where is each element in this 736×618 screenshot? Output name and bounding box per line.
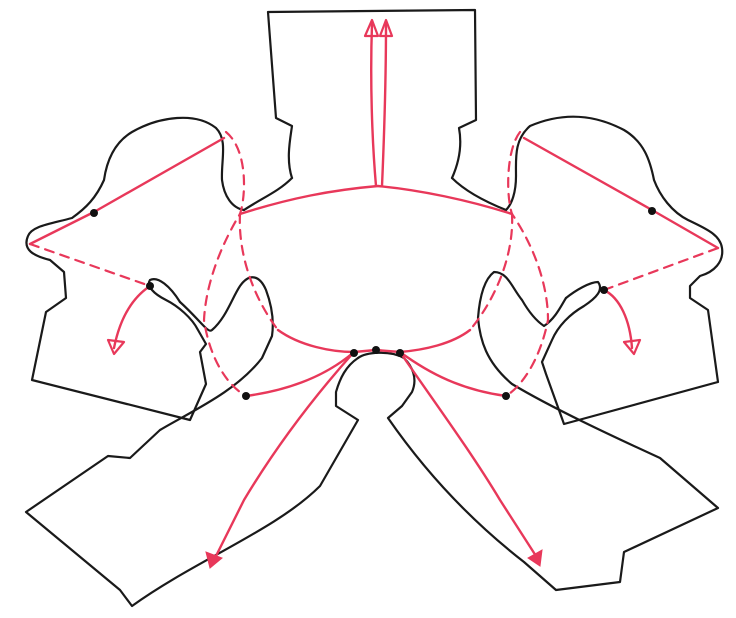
right-lobe-outline <box>506 117 722 424</box>
right-dashed-curve <box>506 132 548 396</box>
match-dot <box>648 207 656 215</box>
down-left-arrow-head <box>206 552 222 568</box>
left-flap-outline <box>26 277 358 606</box>
red-seam-lines <box>30 24 718 560</box>
match-dot <box>350 349 358 357</box>
center-loop <box>240 186 512 214</box>
match-points <box>90 207 656 400</box>
left-lobe-outline <box>26 118 244 420</box>
right-curl-arrow <box>604 290 632 348</box>
match-dot <box>600 286 608 294</box>
arrow-heads <box>108 20 640 568</box>
up-arrow-right-shaft <box>382 24 386 186</box>
left-dashed-curve <box>204 132 246 396</box>
right-dashed-diagonal <box>604 248 718 290</box>
down-right-shaft <box>400 352 536 556</box>
right-dashed-inner <box>470 214 512 330</box>
match-dot <box>372 346 380 354</box>
match-dot <box>396 349 404 357</box>
right-upper-line <box>524 138 718 248</box>
left-upper-line <box>30 138 224 244</box>
garment-outline <box>26 10 722 606</box>
left-curl-arrow-head <box>108 340 124 354</box>
up-arrow-left-shaft <box>371 24 376 186</box>
match-dot <box>502 392 510 400</box>
left-curl-arrow <box>114 286 150 348</box>
left-dashed-diagonal <box>30 244 150 286</box>
center-notch-outline <box>358 272 718 590</box>
match-dot <box>146 282 154 290</box>
match-dot <box>90 209 98 217</box>
match-dot <box>242 392 250 400</box>
